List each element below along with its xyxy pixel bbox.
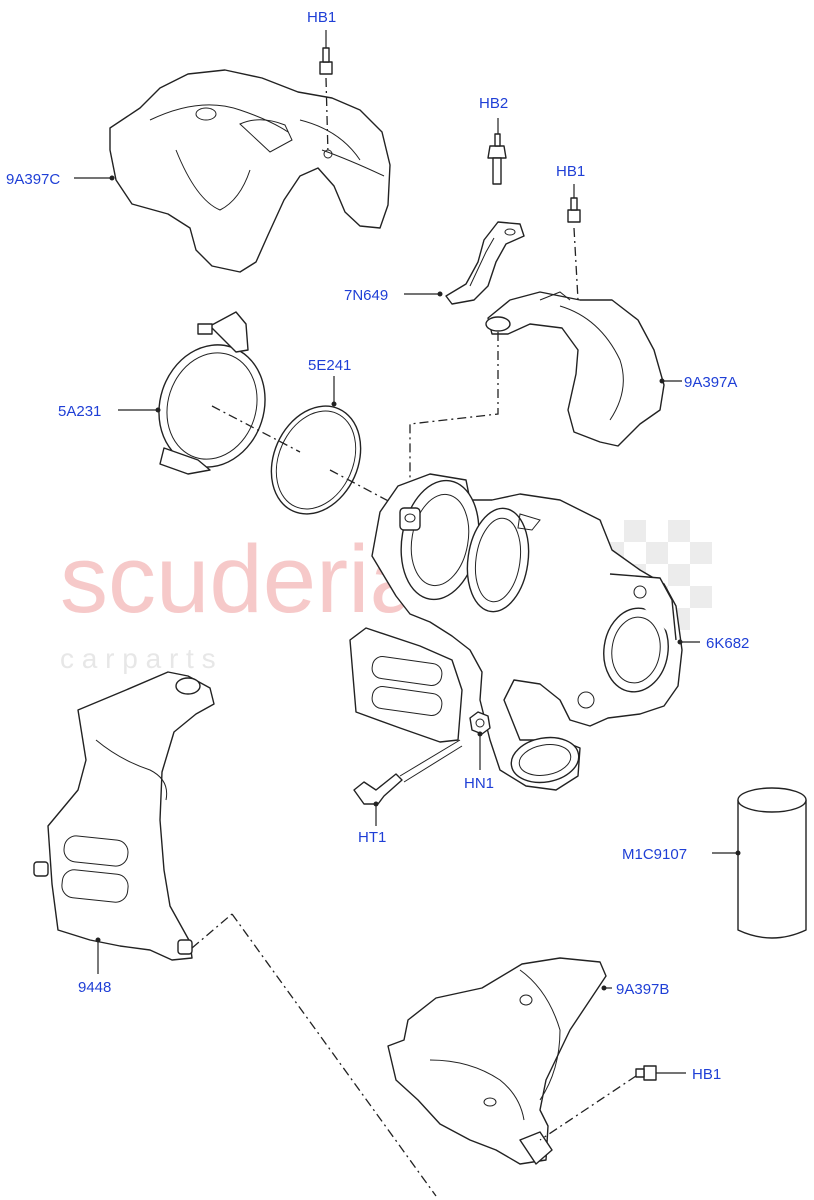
label-9a397c: 9A397C [6, 171, 60, 188]
assembly-line-bracket [409, 332, 499, 512]
stud-ht1 [353, 739, 463, 805]
part-labels: HB1 HB2 HB1 9A397C 7N649 9A397A 5A231 5E… [6, 9, 749, 1083]
heat-shield-9a397a [485, 291, 665, 447]
label-ht1: HT1 [358, 829, 386, 846]
assembly-line-clamp [211, 405, 301, 453]
flange-gasket-9448 [33, 671, 215, 961]
heat-shield-9a397c [109, 69, 391, 273]
label-m1c9107: M1C9107 [622, 846, 687, 863]
label-6k682: 6K682 [706, 635, 749, 652]
label-hn1: HN1 [464, 775, 494, 792]
assembly-line-gasket-a [191, 913, 233, 949]
heat-shield-9a397b [387, 957, 607, 1165]
label-5e241: 5E241 [308, 357, 351, 374]
label-hb2: HB2 [479, 95, 508, 112]
watermark-tagline: c a r p a r t s [60, 643, 216, 674]
bolt-hb1-bottom [539, 1065, 686, 1141]
watermark-brand: scuderia [60, 526, 423, 633]
label-7n649: 7N649 [344, 287, 388, 304]
turbocharger-6k682 [371, 473, 683, 791]
clamp-5a231 [158, 311, 266, 475]
bolt-hb1-mid [567, 184, 581, 301]
label-9a397a: 9A397A [684, 374, 737, 391]
nut-hn1 [469, 711, 491, 735]
label-5a231: 5A231 [58, 403, 101, 420]
label-hb1-mid: HB1 [556, 163, 585, 180]
label-9a397b: 9A397B [616, 981, 669, 998]
assembly-line-gasket-b [231, 913, 437, 1197]
gasket-ring-5e241 [270, 405, 362, 515]
label-hb1-bottom: HB1 [692, 1066, 721, 1083]
bolt-hb2 [487, 118, 507, 185]
turbo-flange [349, 627, 463, 743]
bracket-7n649 [445, 221, 525, 305]
leader-lines [74, 175, 741, 991]
bolt-hb1-top [319, 30, 333, 155]
label-9448: 9448 [78, 979, 111, 996]
sealant-can-m1c9107 [737, 787, 807, 939]
assembly-line-ring [329, 469, 395, 505]
label-hb1-top: HB1 [307, 9, 336, 26]
